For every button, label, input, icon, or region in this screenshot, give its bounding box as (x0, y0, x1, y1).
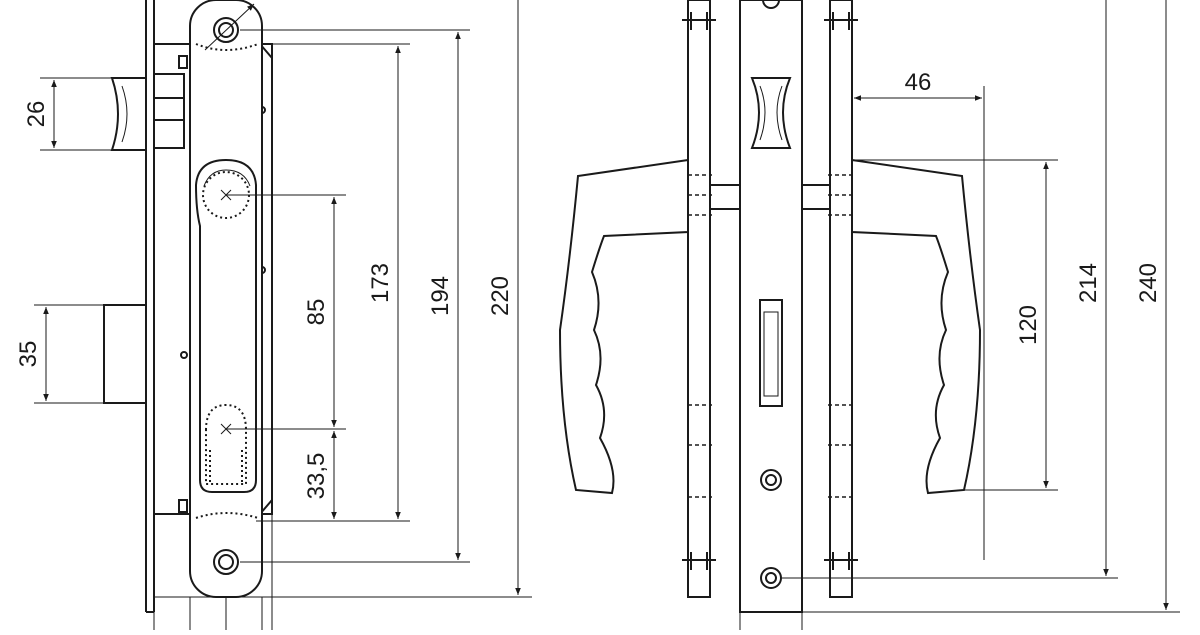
screw-diameter-pointer (204, 3, 255, 51)
dim-46: 46 (854, 69, 985, 560)
lock-faceplate (145, 0, 155, 613)
left-lever-handle (558, 158, 689, 495)
dim-173: 173 (262, 43, 410, 522)
right-bottom-lines (739, 612, 803, 630)
dim-214: 214 (782, 0, 1118, 579)
dim-33-5-label: 33,5 (303, 453, 330, 500)
right-view: 46 120 214 240 (558, 0, 1180, 630)
handle-lever (194, 158, 257, 493)
dim-173-label: 173 (367, 263, 394, 303)
dim-33-5: 33,5 (256, 431, 346, 522)
dim-220: 220 (154, 0, 532, 598)
right-plate-edge (824, 0, 858, 598)
dim-214-label: 214 (1075, 263, 1102, 303)
dim-85: 85 (226, 194, 346, 430)
lock-front-faceplate (739, 0, 803, 613)
dim-35: 35 (15, 304, 104, 404)
dim-220-label: 220 (487, 276, 514, 316)
bottom-projection-lines (153, 514, 273, 630)
dim-120: 120 (852, 159, 1058, 491)
dim-240: 240 (802, 0, 1180, 613)
latch-bolt (110, 77, 147, 151)
dim-35-label: 35 (15, 341, 42, 368)
dim-120-label: 120 (1015, 305, 1042, 345)
left-plate-edge (682, 0, 716, 598)
dim-240-label: 240 (1135, 263, 1162, 303)
dim-194: 194 (240, 29, 470, 563)
dim-85-label: 85 (303, 299, 330, 326)
dim-46-label: 46 (905, 69, 932, 96)
right-lever-handle (851, 158, 982, 495)
dim-26-label: 26 (23, 101, 50, 128)
dim-26: 26 (23, 77, 112, 151)
dim-194-label: 194 (427, 276, 454, 316)
dead-bolt (103, 304, 147, 404)
left-view: 26 35 85 33,5 173 (15, 0, 532, 630)
